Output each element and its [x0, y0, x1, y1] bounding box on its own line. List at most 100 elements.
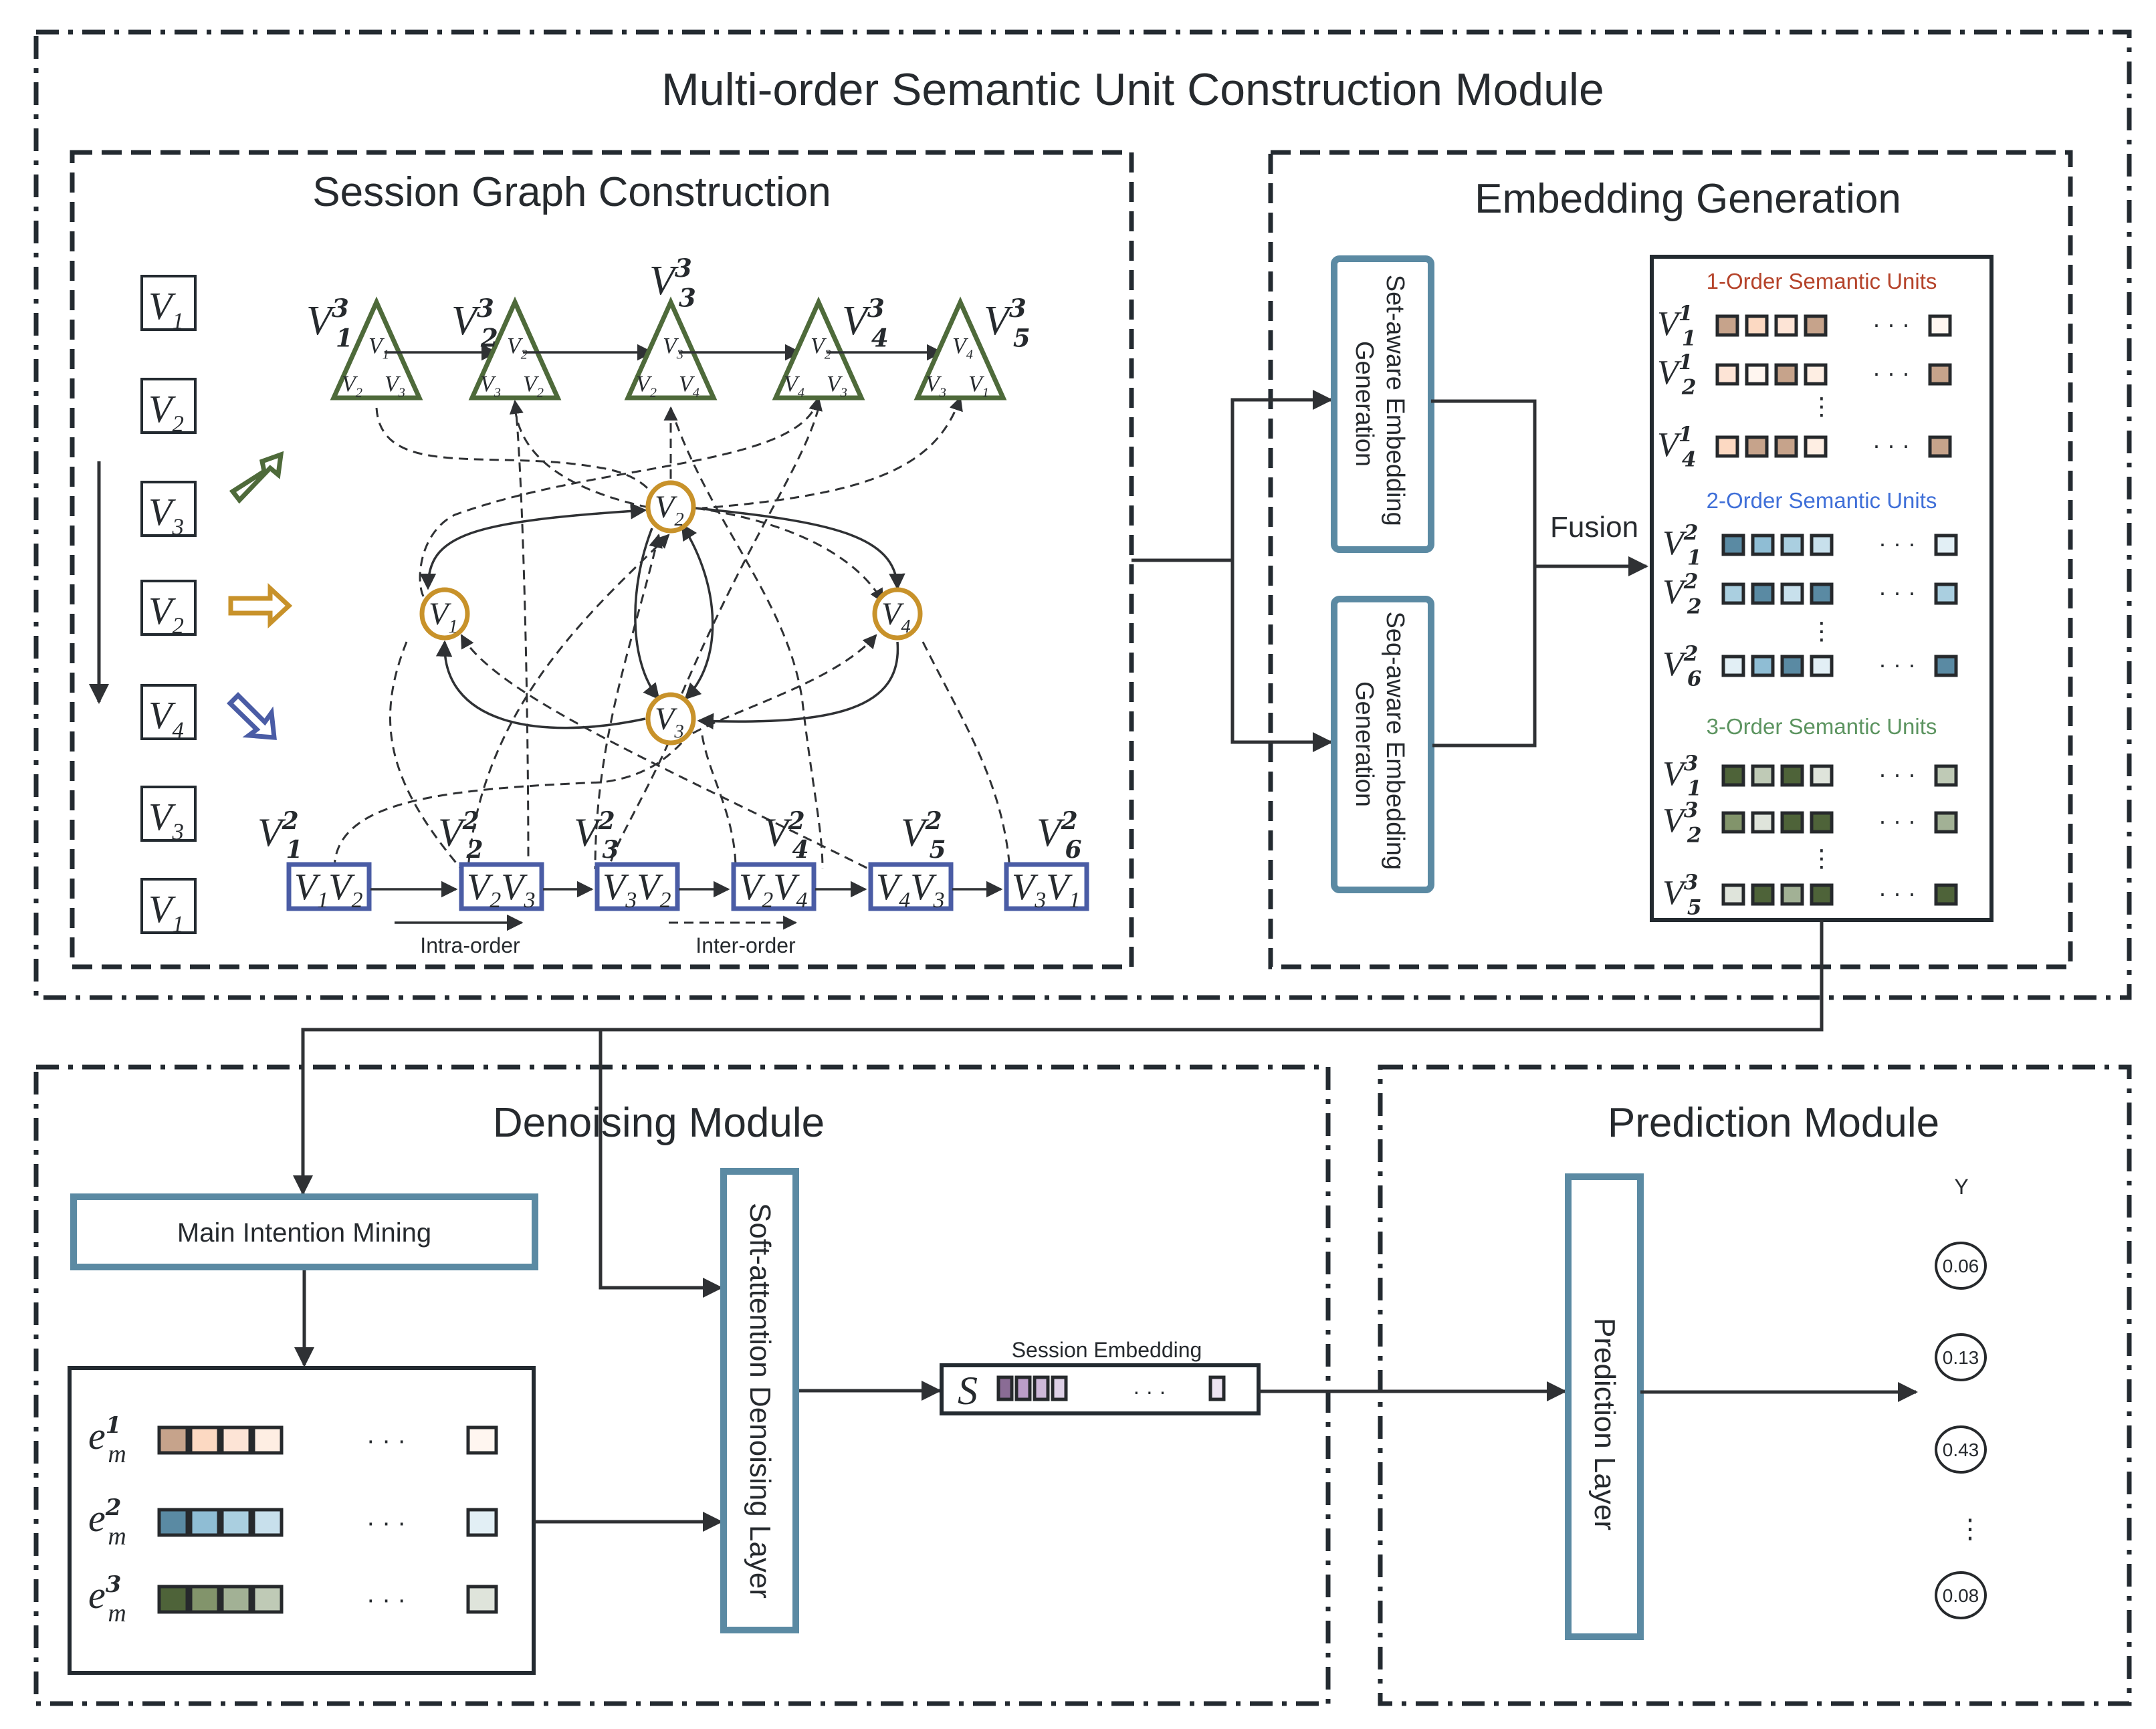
embedding-cell [1751, 883, 1775, 906]
embedding-cell [1774, 435, 1798, 458]
session-symbol: S [958, 1369, 978, 1413]
session-cell-last [1208, 1375, 1226, 1401]
item-node-label: V1 [429, 596, 458, 637]
graph-to-seq-connector [1230, 560, 1333, 752]
embedding-cell [1745, 314, 1769, 337]
ellipsis: · · · [366, 1509, 406, 1537]
main-intention-mining-block[interactable] [70, 1193, 538, 1270]
inter-order-legend-label: Inter-order [695, 933, 796, 957]
main-intention-mining-label: Main Intention Mining [177, 1218, 431, 1248]
intent-cell [220, 1508, 252, 1537]
intent-cell [189, 1425, 221, 1455]
sequence-item: V2 [140, 580, 197, 639]
embedding-cell-last [1928, 435, 1952, 458]
graph-to-embedding-connector [1131, 390, 1333, 562]
embedding-cell [1810, 582, 1834, 605]
intent-cell-last [466, 1508, 498, 1537]
item-node-v4: V4 [872, 587, 923, 641]
pair-label: V4V3 [876, 867, 944, 913]
pair-label: V2V4 [739, 867, 807, 913]
ellipsis: · · · [1133, 1379, 1166, 1403]
ellipsis: · · · [1878, 578, 1916, 606]
ellipsis: · · · [1872, 431, 1910, 459]
embedding-cell-last [1934, 534, 1958, 556]
embedding-cell-last [1928, 363, 1952, 386]
intra-order-legend-label: Intra-order [420, 933, 520, 957]
item-node-v1: V1 [419, 587, 470, 641]
score-value: 0.43 [1943, 1439, 1979, 1460]
embedding-cell [1774, 314, 1798, 337]
embedding-cell [1780, 883, 1804, 906]
sequence-item: V1 [140, 275, 197, 334]
sequence-item-label: V4 [148, 693, 184, 743]
prediction-score: 0.43 [1935, 1425, 1987, 1474]
session-cell [996, 1375, 1014, 1401]
sequence-item: V3 [140, 481, 197, 540]
intent-cell-last [466, 1425, 498, 1455]
first-order-arrow-icon [228, 582, 293, 629]
embedding-cell [1751, 582, 1775, 605]
prediction-score: 0.08 [1935, 1571, 1987, 1619]
prediction-scores: 0.060.130.430.08⋮ [1935, 1242, 1987, 1619]
ellipsis: · · · [1878, 879, 1916, 907]
denoising-title: Denoising Module [493, 1100, 825, 1146]
intent-cell [251, 1508, 284, 1537]
graph-edges [333, 396, 1011, 871]
embedding-frame [1268, 150, 2073, 969]
embedding-cell [1751, 534, 1775, 556]
embedding-cell [1715, 314, 1739, 337]
session-embedding-cells: · · · [996, 1375, 1226, 1403]
embedding-cell [1721, 534, 1745, 556]
set-aware-embedding-block[interactable] [1331, 255, 1434, 553]
score-value: 0.13 [1943, 1347, 1979, 1368]
embedding-cell [1780, 811, 1804, 834]
item-node-label: V4 [881, 596, 911, 637]
prediction-layer-block[interactable] [1565, 1173, 1644, 1640]
embedding-cell [1721, 655, 1745, 677]
seq-aware-embedding-block[interactable] [1331, 596, 1434, 893]
embedding-cell [1810, 883, 1834, 906]
embedding-cell [1751, 764, 1775, 787]
embedding-cell [1810, 534, 1834, 556]
pair-label: V3V1 [1012, 867, 1080, 913]
item-node-v3: V3 [645, 692, 696, 745]
sequence-item: V1 [140, 878, 197, 937]
soft-attention-denoising-layer[interactable] [720, 1168, 799, 1633]
ellipsis: · · · [1878, 651, 1916, 678]
sequence-item: V3 [140, 786, 197, 845]
ellipsis: · · · [366, 1586, 406, 1614]
pair-label: V1V2 [294, 867, 362, 913]
